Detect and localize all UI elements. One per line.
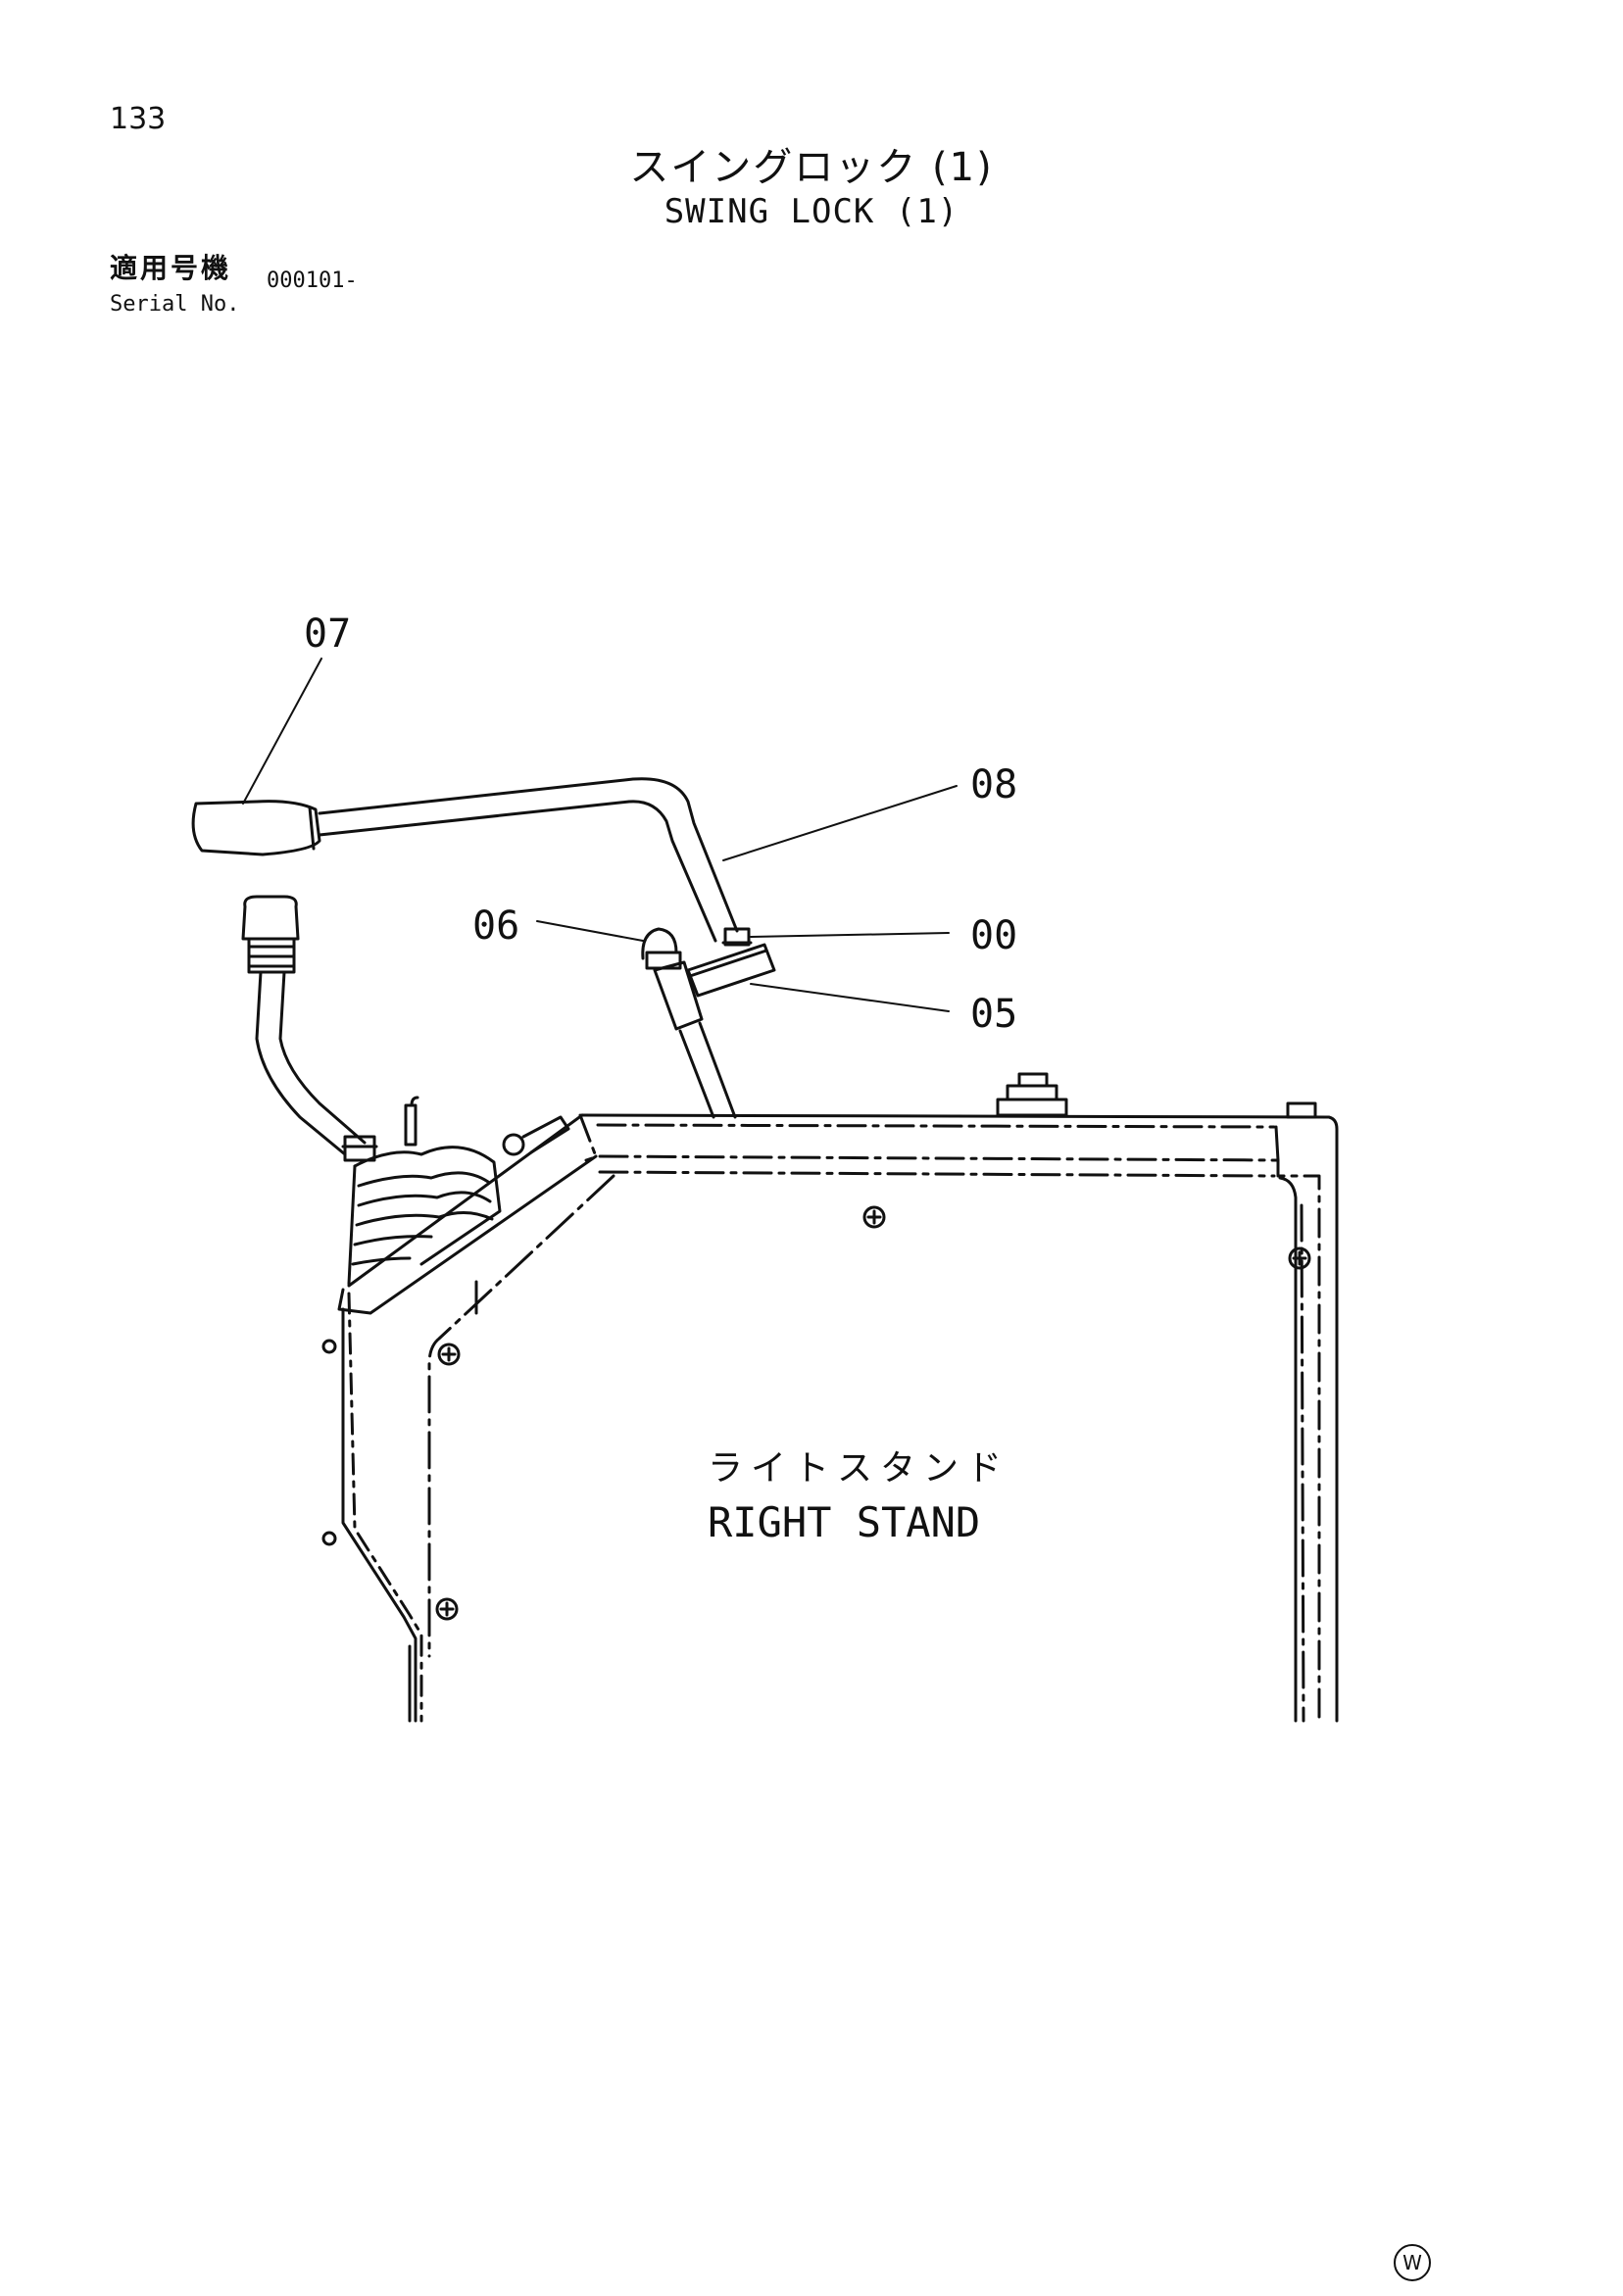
screw-2	[1288, 1246, 1311, 1270]
callout-05: 05	[970, 992, 1017, 1037]
callout-00: 00	[970, 913, 1017, 958]
leader-lines	[242, 658, 958, 1012]
screw-1	[862, 1205, 886, 1229]
page-title-english: SWING LOCK (1)	[664, 192, 959, 231]
top-adjust-knob	[996, 1072, 1317, 1119]
joystick-boot	[347, 1115, 570, 1286]
stand-left-plate	[321, 1292, 423, 1723]
pin-06	[641, 927, 737, 1119]
lock-block-05	[686, 943, 776, 998]
serial-number-value: 000101-	[267, 269, 358, 293]
stand-label-english: RIGHT STAND	[708, 1498, 980, 1546]
page-title-japanese: スイングロック (1)	[629, 145, 994, 190]
screw-4	[435, 1597, 459, 1621]
bolt-00	[721, 927, 753, 947]
stand-label-japanese: ライトスタンド	[708, 1448, 1009, 1489]
joystick-lever	[241, 895, 419, 1162]
callout-07: 07	[304, 611, 351, 657]
callout-08: 08	[970, 762, 1017, 807]
serial-label-japanese: 適用号機	[110, 252, 232, 284]
lever-rod-08	[318, 777, 739, 943]
stand-top-plate	[337, 1113, 1339, 1723]
lever-grip-07	[191, 800, 321, 856]
page-number: 133	[110, 102, 167, 136]
corner-mark: W	[1394, 2244, 1431, 2281]
screw-3	[437, 1343, 461, 1366]
stand-inner-panel	[427, 1174, 1305, 1723]
serial-label-english: Serial No.	[110, 292, 240, 317]
callout-06: 06	[472, 904, 519, 949]
